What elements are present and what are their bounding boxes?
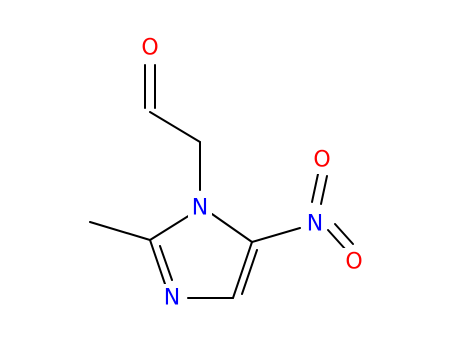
atom-nitro-oxygen-bottom: O [342,248,366,276]
atom-ring-nitrogen-3: N [159,284,185,312]
bond-c5-nitro-n [251,227,301,243]
bond-n1-c2 [149,214,191,241]
ring-nitrogen-3-label: N [164,286,180,311]
atom-ring-nitrogen-1: N [188,194,212,222]
bond-c5-n1 [211,213,253,243]
bond-nitro-o-top-1 [311,173,319,203]
atom-nitro-nitrogen: N [303,210,327,238]
bond-cho-ch2 [149,111,201,143]
atom-nitro-oxygen-top: O [310,146,334,174]
aldehyde-oxygen-label: O [141,36,158,61]
bond-nitro-o-bottom-2 [334,223,354,245]
bond-nitro-o-top-2 [320,175,328,205]
bonds [89,64,354,299]
bond-c2-n3-2 [159,245,173,281]
bond-c4-c5-1 [232,241,253,299]
nitro-oxygen-top-label: O [313,148,330,173]
bond-c2-n3-1 [149,239,167,288]
bond-nitro-o-bottom-1 [327,229,347,251]
bond-c4-c5-2 [241,249,258,295]
atom-aldehyde-oxygen: O [138,34,162,62]
nitro-oxygen-bottom-label: O [345,250,362,275]
bond-c2-methyl [89,221,151,241]
atom-labels: O N N N O O [138,34,366,312]
nitro-nitrogen-label: N [307,212,323,237]
ring-nitrogen-1-label: N [192,196,208,221]
